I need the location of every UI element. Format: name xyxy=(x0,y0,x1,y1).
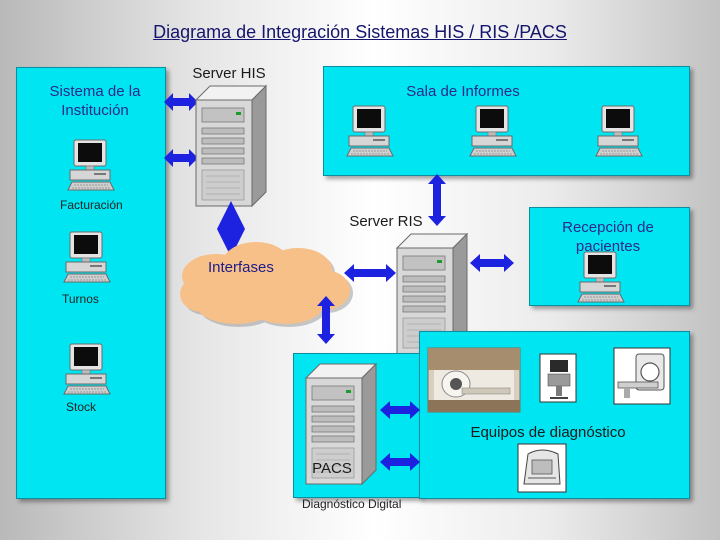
server-his-label: Server HIS xyxy=(192,65,266,82)
double-arrow-icon-his-interfases xyxy=(217,201,245,257)
institution-box xyxy=(16,67,166,499)
station-label-turnos: Turnos xyxy=(62,292,99,306)
computer-icon-informes-3 xyxy=(595,105,643,157)
double-arrow-icon-pacs-equipos-1 xyxy=(380,401,420,419)
double-arrow-icon-interfases-pacs xyxy=(317,296,335,344)
computer-icon-informes-2 xyxy=(469,105,517,157)
equipos-label: Equipos de diagnóstico xyxy=(470,424,626,441)
station-label-facturacion: Facturación xyxy=(60,198,123,212)
interfases-cloud-shape xyxy=(180,242,353,327)
xray-equipment-icon xyxy=(517,443,567,493)
double-arrow-icon-ris-recepcion xyxy=(470,254,514,272)
computer-icon-stock xyxy=(63,343,111,395)
diagram-title: Diagrama de Integración Sistemas HIS / R… xyxy=(153,22,567,42)
recepcion-label: Recepción de pacientes xyxy=(562,219,654,255)
computer-icon-turnos xyxy=(63,231,111,283)
server-ris-label: Server RIS xyxy=(349,213,423,230)
mri-scanner-icon xyxy=(613,347,671,405)
double-arrow-icon-informes-ris xyxy=(428,174,446,226)
double-arrow-icon-pacs-equipos-2 xyxy=(380,453,420,471)
station-label-stock: Stock xyxy=(66,400,97,414)
ultrasound-icon xyxy=(539,353,577,403)
pacs-label: PACS xyxy=(312,460,352,477)
double-arrow-icon-interfases-ris xyxy=(344,264,396,282)
institution-label: Sistema de la Institución xyxy=(49,83,141,119)
sala-informes-label: Sala de Informes xyxy=(406,83,520,100)
double-arrow-icon-his-1 xyxy=(164,93,198,111)
computer-icon-recepcion xyxy=(577,251,625,303)
double-arrow-icon-his-2 xyxy=(164,149,198,167)
server-icon-his xyxy=(195,85,267,207)
interfases-label: Interfases xyxy=(208,259,274,276)
ct-room-icon xyxy=(427,347,521,413)
computer-icon-facturacion xyxy=(67,139,115,191)
computer-icon-informes-1 xyxy=(346,105,394,157)
diagnostico-digital-label: Diagnóstico Digital xyxy=(302,497,402,511)
